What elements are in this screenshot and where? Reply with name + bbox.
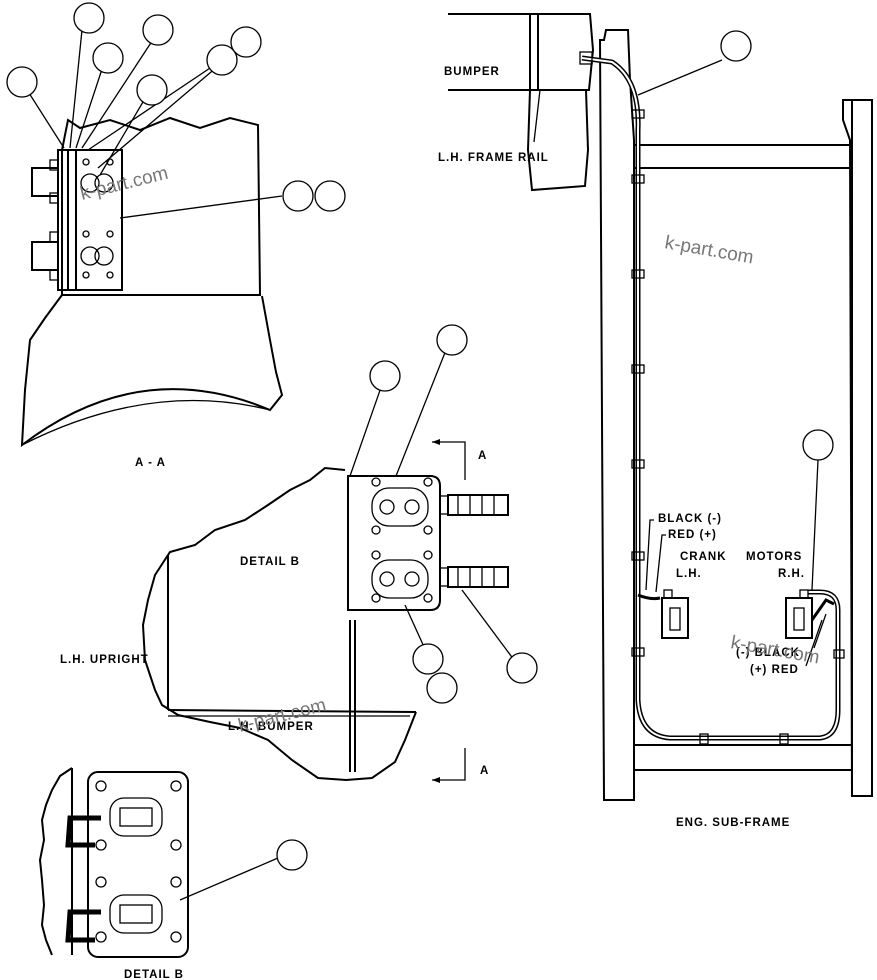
section-arrow-a-top: A [478, 450, 487, 462]
bumper-label: BUMPER [444, 66, 500, 78]
section-a-a-view [6, 2, 346, 448]
lh-bumper-label: L.H. BUMPER [228, 721, 314, 733]
rh-motor-label: R.H. [778, 568, 805, 580]
detail-b-bottom-view [38, 767, 308, 958]
red-rh-label: (+) RED [750, 664, 799, 676]
bumper-frame-rail-view [448, 13, 595, 192]
detail-b-bottom-label: DETAIL B [124, 969, 184, 980]
red-pos-label: RED (+) [668, 529, 717, 541]
eng-sub-frame-label: ENG. SUB-FRAME [676, 817, 790, 829]
detail-b-label: DETAIL B [240, 556, 300, 568]
lh-motor-label: L.H. [676, 568, 702, 580]
crank-label: CRANK [680, 551, 727, 563]
section-arrow-a-bottom: A [480, 765, 489, 777]
watermark: k-part.com [663, 232, 755, 268]
eng-sub-frame-view [579, 29, 873, 801]
motors-label: MOTORS [746, 551, 802, 563]
lh-frame-rail-label: L.H. FRAME RAIL [438, 152, 549, 164]
watermark: k-part.com [78, 163, 170, 205]
section-a-a-label: A - A [135, 457, 166, 469]
black-neg-label: BLACK (-) [658, 513, 722, 525]
lh-upright-label: L.H. UPRIGHT [60, 654, 149, 666]
detail-b-view [141, 324, 538, 783]
black-rh-label: (-) BLACK [736, 647, 800, 659]
